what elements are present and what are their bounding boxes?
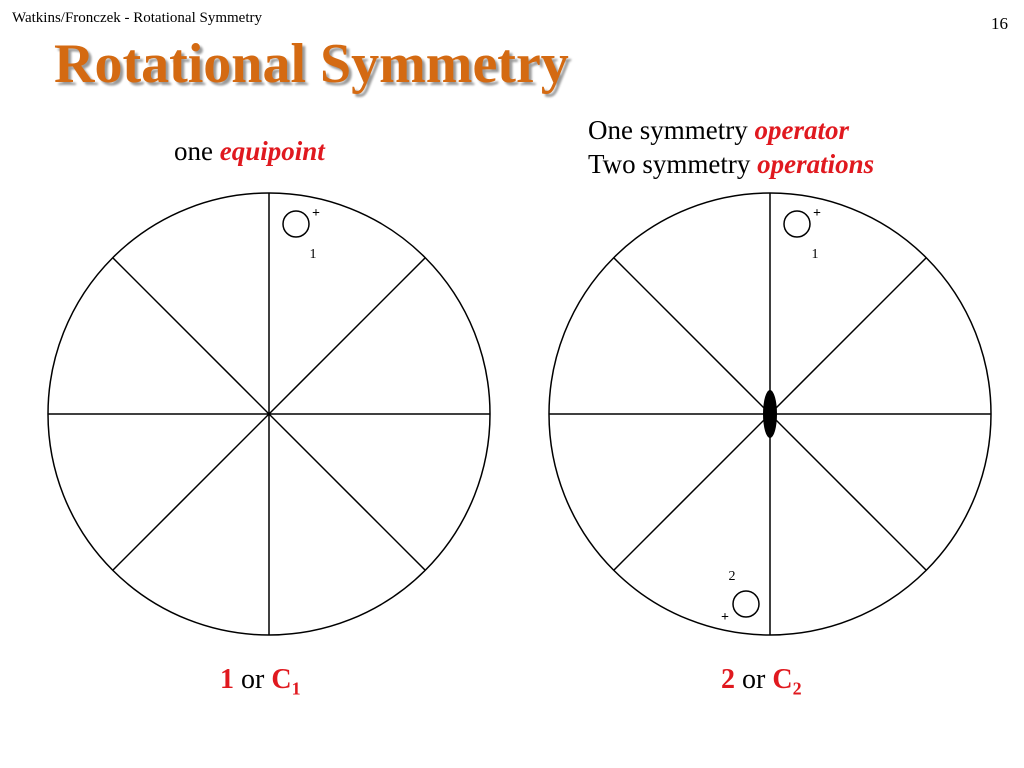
left-equipoint-1-number: 1 bbox=[310, 247, 317, 262]
left-diagonal-line-2 bbox=[112, 257, 426, 571]
right-equipoint-2: + 2 bbox=[721, 569, 760, 625]
right-label-or: or bbox=[742, 664, 766, 695]
right-equipoint-1-number: 1 bbox=[812, 247, 819, 262]
right-label-number: 2 bbox=[721, 664, 735, 695]
right-projection: + 1 + 2 bbox=[548, 192, 992, 636]
left-equipoint-1-sign: + bbox=[312, 206, 320, 221]
left-label-subscript: 1 bbox=[291, 678, 301, 699]
right-caption-line-1-prefix: One symmetry bbox=[588, 115, 748, 145]
right-equipoint-1-sign: + bbox=[813, 206, 821, 221]
left-caption-prefix: one bbox=[174, 136, 213, 166]
right-equipoint-2-number: 2 bbox=[729, 569, 736, 584]
left-equipoint-1: + 1 bbox=[282, 206, 320, 262]
left-projection: + 1 bbox=[47, 192, 491, 636]
right-caption-line-2: Two symmetry operations bbox=[588, 148, 874, 182]
right-caption-line-2-emphasis: operations bbox=[757, 148, 875, 179]
right-equipoint-2-circle bbox=[732, 590, 760, 618]
left-caption-emphasis: equipoint bbox=[219, 136, 325, 166]
right-label-symbol: C2 bbox=[772, 664, 801, 699]
right-symmetry-label: 2 or C2 bbox=[721, 664, 802, 700]
right-equipoint-1: + 1 bbox=[783, 206, 821, 262]
left-label-or: or bbox=[241, 664, 265, 695]
left-label-symbol-letter: C bbox=[271, 664, 292, 695]
left-caption: one equipoint bbox=[174, 136, 325, 167]
left-symmetry-label: 1 or C1 bbox=[220, 664, 301, 700]
left-equipoint-1-circle bbox=[282, 210, 310, 238]
page-number: 16 bbox=[991, 14, 1008, 33]
right-label-symbol-letter: C bbox=[772, 664, 793, 695]
right-caption: One symmetry operator Two symmetry opera… bbox=[588, 114, 874, 182]
twofold-axis-icon bbox=[763, 390, 777, 438]
right-equipoint-1-circle bbox=[783, 210, 811, 238]
right-caption-line-1: One symmetry operator bbox=[588, 114, 874, 148]
left-label-number: 1 bbox=[220, 664, 234, 695]
right-label-subscript: 2 bbox=[792, 678, 802, 699]
slide-title: Rotational Symmetry bbox=[54, 33, 569, 95]
left-label-symbol: C1 bbox=[271, 664, 300, 699]
right-caption-line-2-prefix: Two symmetry bbox=[588, 148, 751, 179]
slide-header: Watkins/Fronczek - Rotational Symmetry bbox=[12, 10, 262, 26]
right-caption-line-1-emphasis: operator bbox=[754, 115, 849, 145]
right-equipoint-2-sign: + bbox=[721, 610, 729, 625]
